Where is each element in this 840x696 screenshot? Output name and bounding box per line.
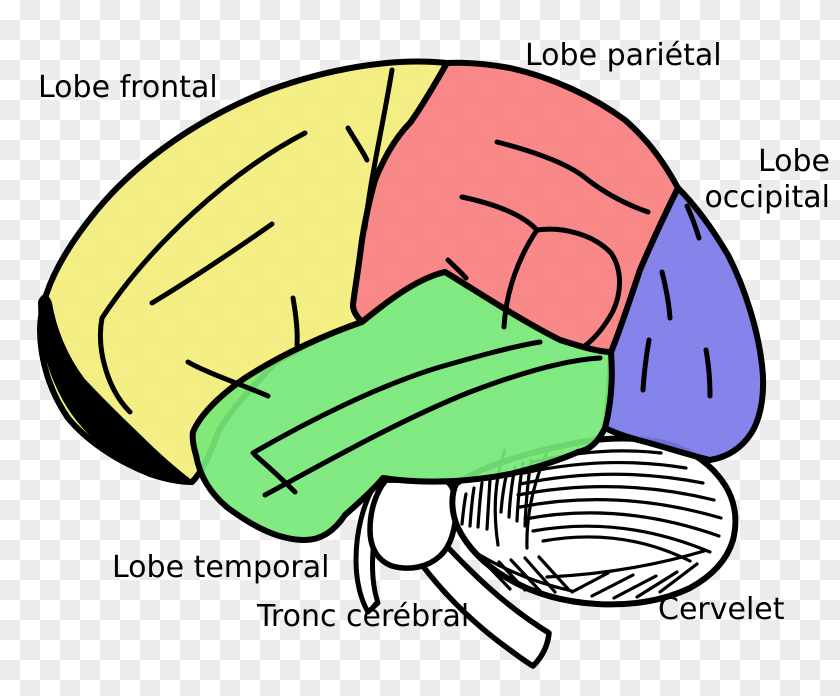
temporal-sulci-lines [250, 339, 603, 498]
occipital-lobe-region [602, 185, 767, 463]
brainstem-medulla [419, 540, 552, 669]
occipital-lobe-label-line2: occipital [704, 180, 830, 215]
parietal-sulci-lines [445, 139, 651, 348]
occipital-lobe-label-line1: Lobe [757, 144, 830, 179]
temporal-pole-shadow [38, 294, 194, 485]
cerebellum-region [353, 435, 739, 669]
cerebellum-label: Cervelet [658, 592, 785, 627]
parietal-lobe-label: Lobe pariétal [525, 38, 722, 73]
temporal-lobe-label: Lobe temporal [112, 550, 330, 585]
temporal-lobe-region [189, 269, 615, 543]
brainstem-pons [367, 477, 459, 571]
frontal-sulci-lines [97, 67, 395, 415]
frontal-lobe-label: Lobe frontal [38, 70, 218, 105]
occipital-sulci-lines [640, 203, 713, 399]
occipital-lobe-label: Lobe occipital [704, 144, 830, 216]
brainstem-label: Tronc cérébral [257, 599, 470, 634]
